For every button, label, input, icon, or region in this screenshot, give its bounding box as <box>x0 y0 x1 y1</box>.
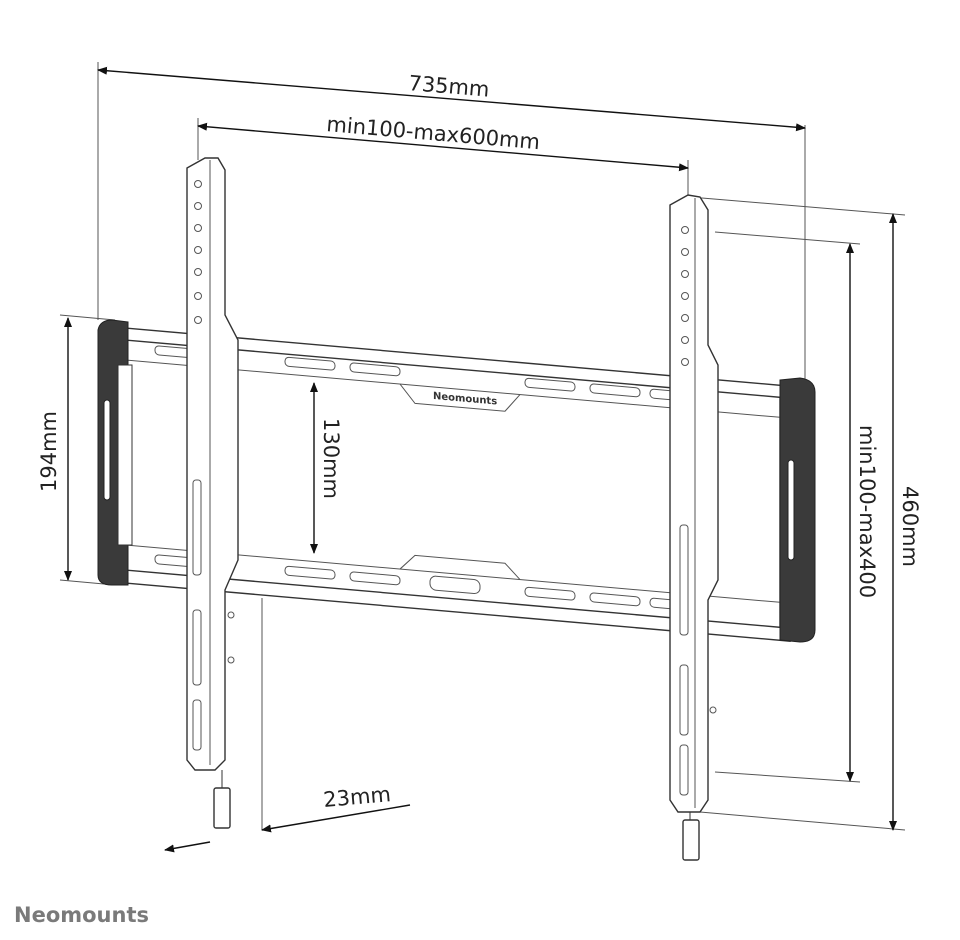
brand-logo: Neomounts <box>14 903 149 927</box>
dim-arrow-wall-left <box>164 841 211 853</box>
dim-arrow-total-width <box>97 66 806 132</box>
right-end-cap <box>779 377 816 643</box>
back-rail-bar: Neomounts <box>111 326 791 642</box>
dim-arrow-wall-right <box>261 804 411 833</box>
label-horizontal-vesa: min100-max600mm <box>326 112 541 154</box>
label-total-height: 460mm <box>898 486 922 567</box>
dim-arrow-horizontal-vesa <box>197 122 689 172</box>
label-vertical-vesa: min100-max400 <box>855 425 879 598</box>
label-wall-distance: 23mm <box>322 782 391 812</box>
label-rail-spacing: 130mm <box>319 418 343 499</box>
left-vertical-strip <box>186 157 239 829</box>
right-vertical-strip <box>669 194 719 861</box>
label-rail-height: 194mm <box>37 411 61 492</box>
left-end-cap <box>97 319 133 586</box>
